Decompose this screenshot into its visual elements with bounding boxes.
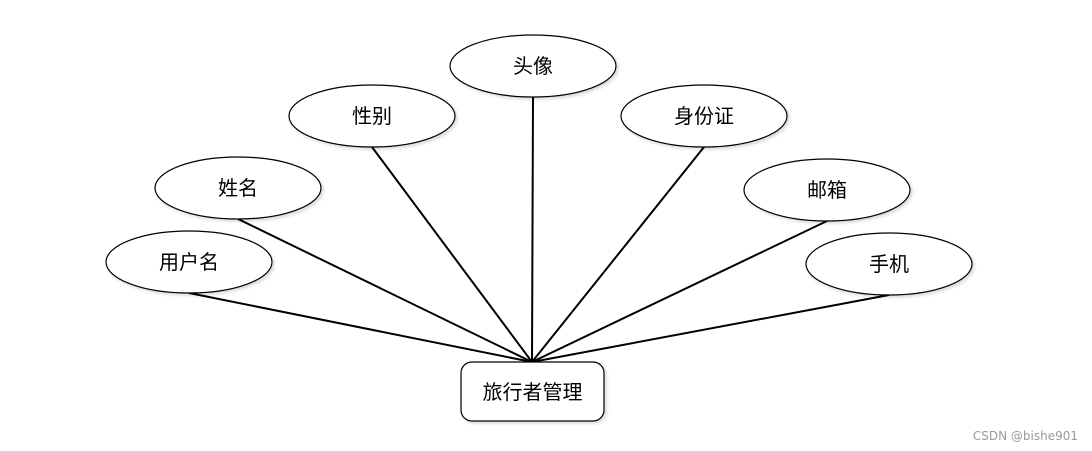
attribute-email: 邮箱: [743, 158, 911, 222]
attribute-ellipse-name: [154, 156, 322, 220]
attribute-gender: 性别: [288, 84, 456, 148]
attribute-label-gender: 性别: [352, 104, 392, 128]
attribute-label-email: 邮箱: [807, 178, 847, 202]
connector-username: [188, 292, 533, 363]
attribute-name: 姓名: [154, 156, 322, 220]
attribute-ellipse-avatar: [449, 34, 617, 98]
attribute-ellipse-phone: [805, 232, 973, 296]
attribute-label-name: 姓名: [218, 176, 258, 200]
attribute-ellipse-username: [105, 230, 273, 294]
connector-name: [237, 218, 533, 363]
attribute-ellipse-gender: [288, 84, 456, 148]
connector-phone: [531, 294, 890, 363]
connector-avatar: [531, 96, 534, 363]
watermark-text: CSDN @bishe901: [972, 429, 1078, 443]
connector-lines: [188, 96, 890, 363]
entity-box: [460, 361, 605, 422]
connector-gender: [371, 146, 533, 363]
attribute-avatar: 头像: [449, 34, 617, 98]
attribute-username: 用户名: [105, 230, 273, 294]
attribute-ellipse-email: [743, 158, 911, 222]
attribute-label-id-card: 身份证: [674, 104, 734, 128]
attribute-id-card: 身份证: [620, 84, 788, 148]
attribute-label-avatar: 头像: [513, 54, 553, 78]
entity-node: 旅行者管理: [460, 361, 605, 422]
connector-email: [531, 220, 828, 363]
attribute-ellipse-id-card: [620, 84, 788, 148]
entity-label: 旅行者管理: [483, 380, 583, 404]
attribute-label-username: 用户名: [159, 250, 219, 274]
attribute-phone: 手机: [805, 232, 973, 296]
attribute-label-phone: 手机: [869, 252, 909, 276]
connector-id-card: [531, 146, 705, 363]
